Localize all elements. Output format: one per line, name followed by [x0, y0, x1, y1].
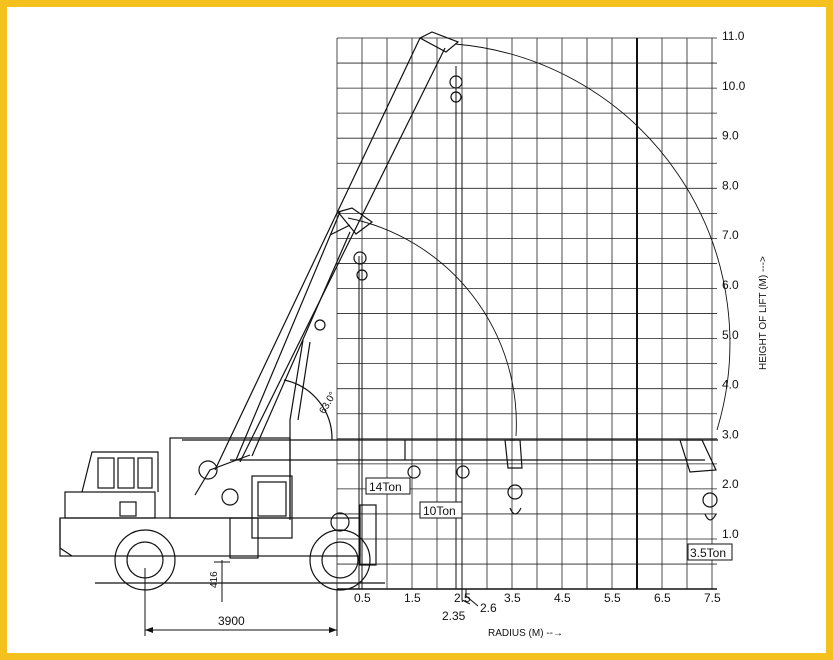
x-tick-label: 7.5	[704, 591, 721, 605]
x-axis-label: RADIUS (M) --→	[488, 628, 563, 639]
crane-illustration	[59, 31, 718, 591]
x-tick-label: 0.5	[354, 591, 371, 605]
x-tick-label: 2.5	[454, 591, 471, 605]
y-tick-label: 6.0	[722, 278, 739, 292]
leader-26	[465, 589, 479, 607]
x-tick-label: 6.5	[654, 591, 671, 605]
grid	[336, 37, 717, 590]
y-axis-label: HEIGHT OF LIFT (M) --->	[758, 256, 769, 370]
y-tick-label: 7.0	[722, 228, 739, 242]
x-tick-label: 4.5	[554, 591, 571, 605]
y-tick-label: 4.0	[722, 378, 739, 392]
y-tick-label: 11.0	[722, 29, 745, 43]
x-tick-label: 5.5	[604, 591, 621, 605]
y-axis-ticks: 1.0 2.0 3.0 4.0 5.0 6.0 7.0 8.0 9.0 10.0 11.0	[722, 29, 746, 541]
x-tick-label: 1.5	[404, 591, 421, 605]
boom-arc-max	[454, 43, 731, 431]
y-tick-label: 2.0	[722, 477, 739, 491]
load-box-10ton	[419, 501, 463, 519]
leader-235	[461, 589, 471, 605]
y-tick-label: 10.0	[722, 79, 746, 93]
radius-label-26: 2.6	[480, 601, 497, 615]
load-label-10ton: 10Ton	[423, 504, 456, 518]
y-tick-label: 1.0	[722, 527, 739, 541]
wheelbase-label: 3900	[218, 614, 245, 628]
clearance-label: 416	[209, 571, 220, 588]
x-tick-label: 3.5	[504, 591, 521, 605]
load-label-14ton: 14Ton	[369, 480, 402, 494]
boom-arc-mid	[347, 217, 517, 437]
y-tick-label: 5.0	[722, 328, 739, 342]
radius-label-235: 2.35	[442, 609, 466, 623]
x-axis-ticks: 0.5 1.5 2.5 3.5 4.5 5.5 6.5 7.5	[354, 591, 721, 605]
load-label-35ton: 3.5Ton	[690, 546, 726, 560]
boom-angle-label: 63.0°	[318, 390, 339, 416]
y-tick-label: 9.0	[722, 129, 739, 143]
y-tick-label: 8.0	[722, 178, 739, 192]
load-box-35ton	[687, 543, 733, 561]
wheelbase-dimension	[144, 568, 338, 636]
clearance-dimension	[214, 560, 230, 602]
y-tick-label: 3.0	[722, 427, 739, 441]
load-box-14ton	[365, 477, 411, 495]
